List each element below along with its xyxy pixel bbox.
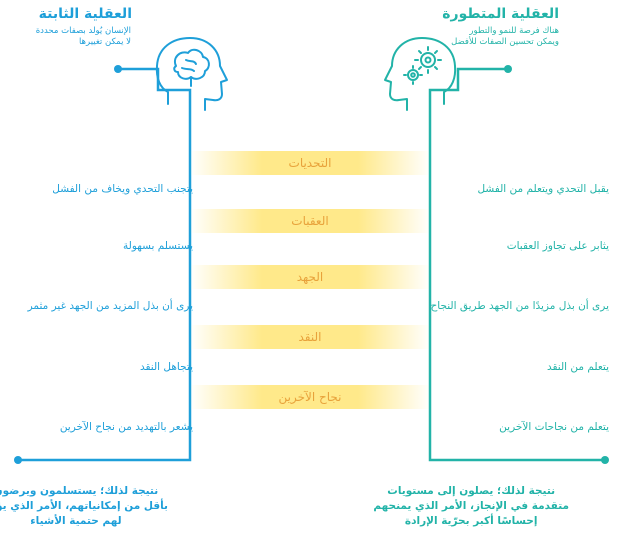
fixed-statement-criticism: يتجاهل النقد xyxy=(139,361,193,373)
fixed-conclusion-line-3: لهم حتمية الأشياء xyxy=(30,515,122,527)
growth-mindset-subtitle-1: هناك فرصة للنمو والتطور xyxy=(469,26,559,36)
growth-statement-effort: يرى أن بذل مزيدًا من الجهد طريق النجاح xyxy=(430,300,610,312)
fixed-mindset-title: العقلية الثابتة xyxy=(38,6,132,22)
growth-conclusion-line-3: إحساسًا أكبر بحرّية الإرادة xyxy=(404,515,538,527)
growth-connector-dot-top xyxy=(504,65,512,73)
growth-statement-criticism: يتعلم من النقد xyxy=(546,361,609,373)
category-band-others-success: نجاح الآخرين xyxy=(190,385,430,409)
category-band-obstacles: العقبات xyxy=(190,209,430,233)
fixed-conclusion-line-2: بأقل من إمكانياتهم، الأمر الذي يؤكد xyxy=(0,500,168,512)
fixed-connector-dot-top xyxy=(114,65,122,73)
growth-mindset-title: العقلية المتطورة xyxy=(442,6,559,22)
gears-head-icon xyxy=(384,37,457,111)
growth-conclusion-line-2: متقدمة في الإنجاز، الأمر الذي يمنحهم xyxy=(373,500,569,512)
fixed-statement-others-success: يشعر بالتهديد من نجاح الآخرين xyxy=(59,421,193,433)
category-band-effort: الجهد xyxy=(190,265,430,289)
fixed-conclusion: نتيجة لذلك؛ يستسلمون ويرضون بأقل من إمكا… xyxy=(0,484,168,529)
growth-statement-others-success: يتعلم من نجاحات الآخرين xyxy=(499,421,609,433)
growth-statement-obstacles: يثابر على تجاوز العقبات xyxy=(506,240,609,252)
fixed-connector-dot-bottom xyxy=(14,456,22,464)
category-band-criticism: النقد xyxy=(190,325,430,349)
fixed-mindset-subtitle-2: لا يمكن تغييرها xyxy=(78,37,131,47)
fixed-statement-obstacles: يستسلم بسهولة xyxy=(122,240,193,252)
fixed-statement-effort: يرى أن بذل المزيد من الجهد غير مثمر xyxy=(27,300,193,312)
brain-head-icon xyxy=(155,37,228,111)
fixed-connector xyxy=(18,67,192,462)
growth-statement-challenges: يقبل التحدي ويتعلم من الفشل xyxy=(477,183,609,195)
category-band-challenges: التحديات xyxy=(190,151,430,175)
fixed-conclusion-line-1: نتيجة لذلك؛ يستسلمون ويرضون xyxy=(0,485,159,497)
growth-conclusion: نتيجة لذلك؛ يصلون إلى مستويات متقدمة في … xyxy=(373,484,569,529)
growth-connector-dot-bottom xyxy=(601,456,609,464)
growth-mindset-subtitle-2: ويمكن تحسين الصفات للأفضل xyxy=(451,37,559,47)
fixed-statement-challenges: يتجنب التحدي ويخاف من الفشل xyxy=(52,183,193,195)
growth-conclusion-line-1: نتيجة لذلك؛ يصلون إلى مستويات xyxy=(387,485,556,497)
fixed-mindset-subtitle-1: الإنسان يُولد بصفات محددة xyxy=(35,26,131,36)
growth-connector xyxy=(428,67,605,462)
